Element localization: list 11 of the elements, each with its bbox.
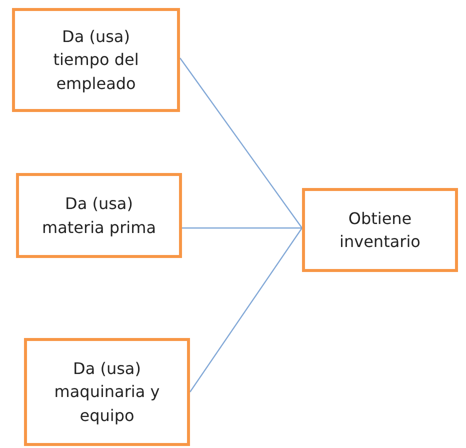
connector-line (180, 58, 302, 228)
box-label: Da (usa) materia prima (41, 193, 157, 238)
connector-line (182, 227, 302, 229)
box-label: Obtiene inventario (338, 208, 422, 253)
connector-line (190, 228, 302, 392)
process-box (16, 173, 182, 258)
box-label: Da (usa) maquinaria y equipo (53, 358, 161, 427)
process-box (12, 8, 180, 112)
process-box (24, 338, 190, 446)
box-label: Da (usa) tiempo del empleado (52, 26, 140, 95)
process-box (302, 188, 458, 272)
